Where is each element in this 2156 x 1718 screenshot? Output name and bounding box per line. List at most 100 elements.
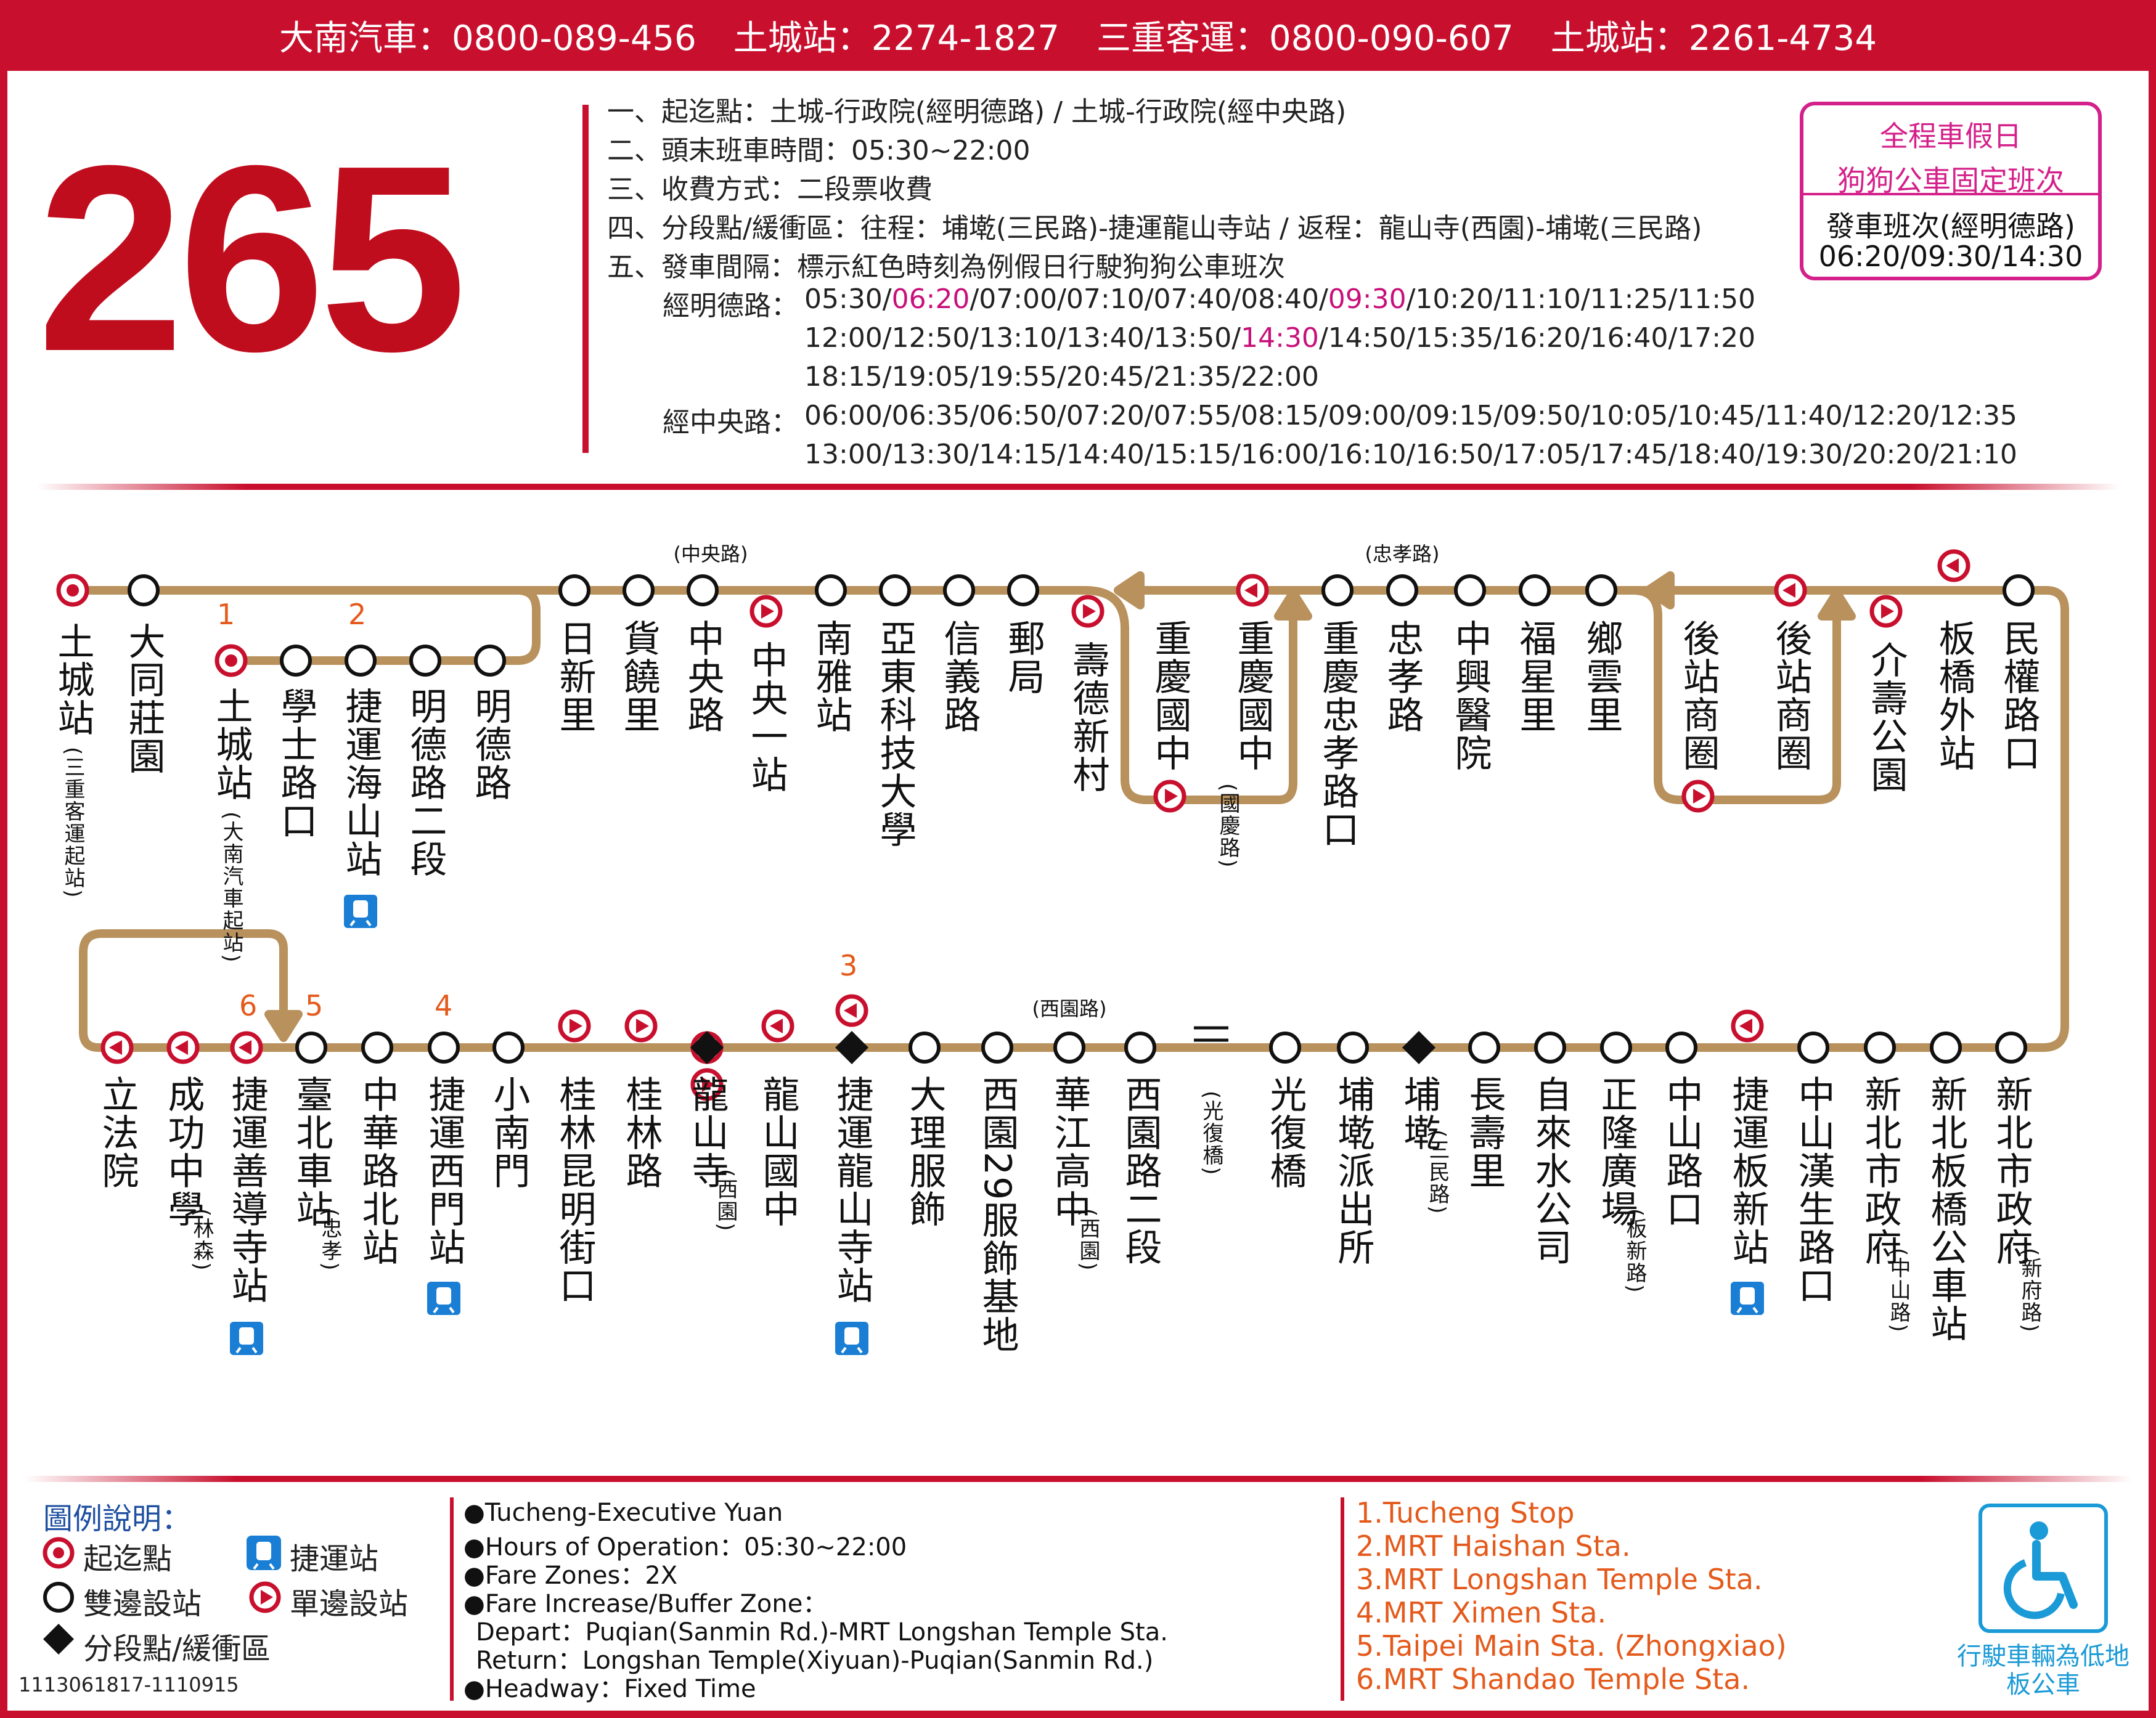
top-stop-icon (474, 645, 506, 677)
legend-divider-line (25, 1476, 2133, 1482)
bottom-stop-icon (1797, 1032, 1829, 1064)
mrt-icon-ximen (427, 1282, 460, 1315)
bottom-stop-icon (295, 1032, 327, 1064)
holiday-title-2: 狗狗公車固定班次 (1837, 164, 2064, 197)
info-line-4: 四、分段點/緩衝區：往程：埔墘(三民路)-捷運龍山寺站 / 返程：龍山寺(西園)… (607, 213, 1702, 244)
top-stop-label: 中興醫院 (1448, 619, 1492, 772)
bottom-stop-label: 龍山寺 (685, 1075, 729, 1190)
annotation-zhongxiao: (忠孝路) (1365, 542, 1440, 566)
marker-6: 6 (239, 989, 258, 1022)
bottom-stop-icon (1665, 1032, 1697, 1064)
contact-danan-tucheng: 土城站：2274-1827 (733, 18, 1060, 59)
zone-icon (690, 1031, 724, 1064)
bottom-stop-icon (1731, 1009, 1764, 1043)
top-stop-icon (214, 644, 248, 677)
top-stop-icon (1681, 780, 1715, 813)
top-stop-label: 信義路 (937, 619, 981, 734)
top-stop-label: 土城站 (51, 622, 94, 737)
mingde-times-3: 18:15/19:05/19:55/20:45/21:35/22:00 (804, 361, 1319, 393)
bottom-stop-label: 捷運西門站 (422, 1075, 465, 1266)
bottom-stop-label: 捷運板新站 (1726, 1075, 1769, 1266)
marker-2: 2 (348, 598, 367, 631)
stop-list-2: 2.MRT Haishan Sta. (1356, 1529, 1631, 1563)
holiday-schedule-box: 全程車假日 狗狗公車固定班次 發車班次(經明德路) 06:20/09:30/14… (1800, 102, 2102, 280)
bottom-stop-sub: (西園) (1076, 1208, 1100, 1272)
header-divider-line (37, 484, 2120, 490)
mingde-times-1: 05:30/06:20/07:00/07:10/07:40/08:40/09:3… (804, 283, 1756, 315)
both-side-stop-icon (43, 1582, 74, 1613)
top-stop-label: 亞東科技大學 (873, 619, 917, 849)
bottom-stop-label: 埔墘 (1397, 1075, 1440, 1152)
bottom-stop-label: (光復橋) (1199, 1091, 1223, 1176)
zone-icon (835, 1031, 868, 1064)
bottom-stop-icon (1600, 1032, 1632, 1064)
bottom-stop-label: 新北市政府 (1990, 1075, 2033, 1266)
bottom-stop-icon (230, 1031, 263, 1064)
fare-zone-icon (43, 1624, 74, 1655)
top-stop-label: 日新里 (553, 619, 596, 734)
bottom-stop-icon (761, 1009, 794, 1043)
bottom-stop-icon (428, 1032, 460, 1064)
top-stop-icon (1774, 574, 1807, 607)
bottom-stop-icon (1269, 1032, 1301, 1064)
bottom-stop-sub: (忠孝) (317, 1208, 342, 1272)
legend-separator-2 (1341, 1497, 1344, 1701)
bottom-stop-label: 小南門 (487, 1075, 530, 1190)
top-stop-icon (280, 645, 312, 677)
mingde-times-2: 12:00/12:50/13:10/13:40/13:50/14:30/14:5… (804, 322, 1756, 354)
bottom-stop-label: 埔墘派出所 (1331, 1075, 1374, 1266)
bottom-stop-label: 立法院 (96, 1075, 139, 1190)
top-stop-label: 忠孝路 (1381, 619, 1424, 734)
top-stop-label: 介壽公園 (1864, 641, 1908, 794)
bottom-stop-icon (166, 1031, 200, 1064)
top-stop-icon (815, 574, 847, 606)
top-stop-label: 重慶忠孝路口 (1316, 619, 1359, 849)
top-stop-sub: (三重客運起站) (60, 747, 85, 899)
top-stop-label: 貨饒里 (617, 619, 660, 734)
contact-sanchong-tucheng: 土城站：2261-4734 (1550, 18, 1877, 59)
top-stop-label: 學士路口 (274, 687, 317, 840)
legend-mrt: 捷運站 (290, 1542, 379, 1576)
bottom-stop-sub: (板新路) (1622, 1208, 1647, 1294)
top-stop-label: 中央路 (681, 619, 724, 734)
legend-zone: 分段點/緩衝區 (83, 1632, 271, 1666)
bottom-stop-icon (361, 1032, 393, 1064)
top-stop-label: 捷運海山站 (339, 687, 382, 878)
low-floor-box (1978, 1504, 2108, 1633)
zhongyang-label: 經中央路： (663, 407, 798, 438)
bottom-stop-label: 新北市政府 (1858, 1075, 1901, 1266)
bottom-stop-label: 捷運善導寺站 (225, 1075, 268, 1305)
bottom-stop-icon (1053, 1032, 1085, 1064)
bottom-stop-sub: (林森) (189, 1208, 214, 1272)
zhongyang-times-1: 06:00/06:35/06:50/07:20/07:55/08:15/09:0… (804, 400, 2017, 431)
legend-symbols (43, 1536, 281, 1655)
bottom-stop-sub: (西園) (713, 1169, 738, 1232)
top-stop-label: 後站商圈 (1676, 619, 1720, 772)
eng-line-2: ●Hours of Operation：05:30~22:00 (463, 1533, 907, 1561)
top-stop-label: 中央一站 (745, 641, 788, 794)
top-stop-icon (345, 645, 377, 677)
eng-line-3: ●Fare Zones：2X (463, 1561, 678, 1590)
bottom-stop-icon (1995, 1032, 2027, 1064)
bottom-stop-label: 正隆廣場 (1595, 1075, 1638, 1228)
header-divider (582, 105, 589, 453)
marker-1: 1 (217, 598, 235, 631)
bottom-stop-icon (1402, 1031, 1435, 1064)
top-stop-icon (1937, 549, 1970, 582)
bottom-stop-label: 光復橋 (1264, 1075, 1307, 1190)
top-stop-icon (623, 574, 655, 606)
info-line-2: 二、頭末班車時間：05:30~22:00 (607, 135, 1031, 166)
bottom-stop-icon (558, 1009, 591, 1043)
stop-list-4: 4.MRT Ximen Sta. (1356, 1596, 1607, 1629)
holiday-title-1: 全程車假日 (1880, 120, 2022, 153)
info-line-1: 一、起迄點：土城-行政院(經明德路) / 土城-行政院(經中央路) (607, 96, 1347, 128)
top-stop-icon (687, 574, 719, 606)
bottom-stop-label: 西園29服飾基地 (976, 1075, 1019, 1354)
bottom-stop-icon (1124, 1032, 1156, 1064)
bottom-stop-icon (981, 1032, 1013, 1064)
contact-bar: 大南汽車：0800-089-456 土城站：2274-1827 三重客運：080… (0, 0, 2156, 71)
top-stop-icon (2003, 574, 2035, 606)
low-floor-label: 行駛車輛為低地板公車 (1957, 1642, 2129, 1699)
top-stop-icon (1236, 574, 1269, 607)
legend-terminal: 起迄點 (83, 1542, 173, 1576)
